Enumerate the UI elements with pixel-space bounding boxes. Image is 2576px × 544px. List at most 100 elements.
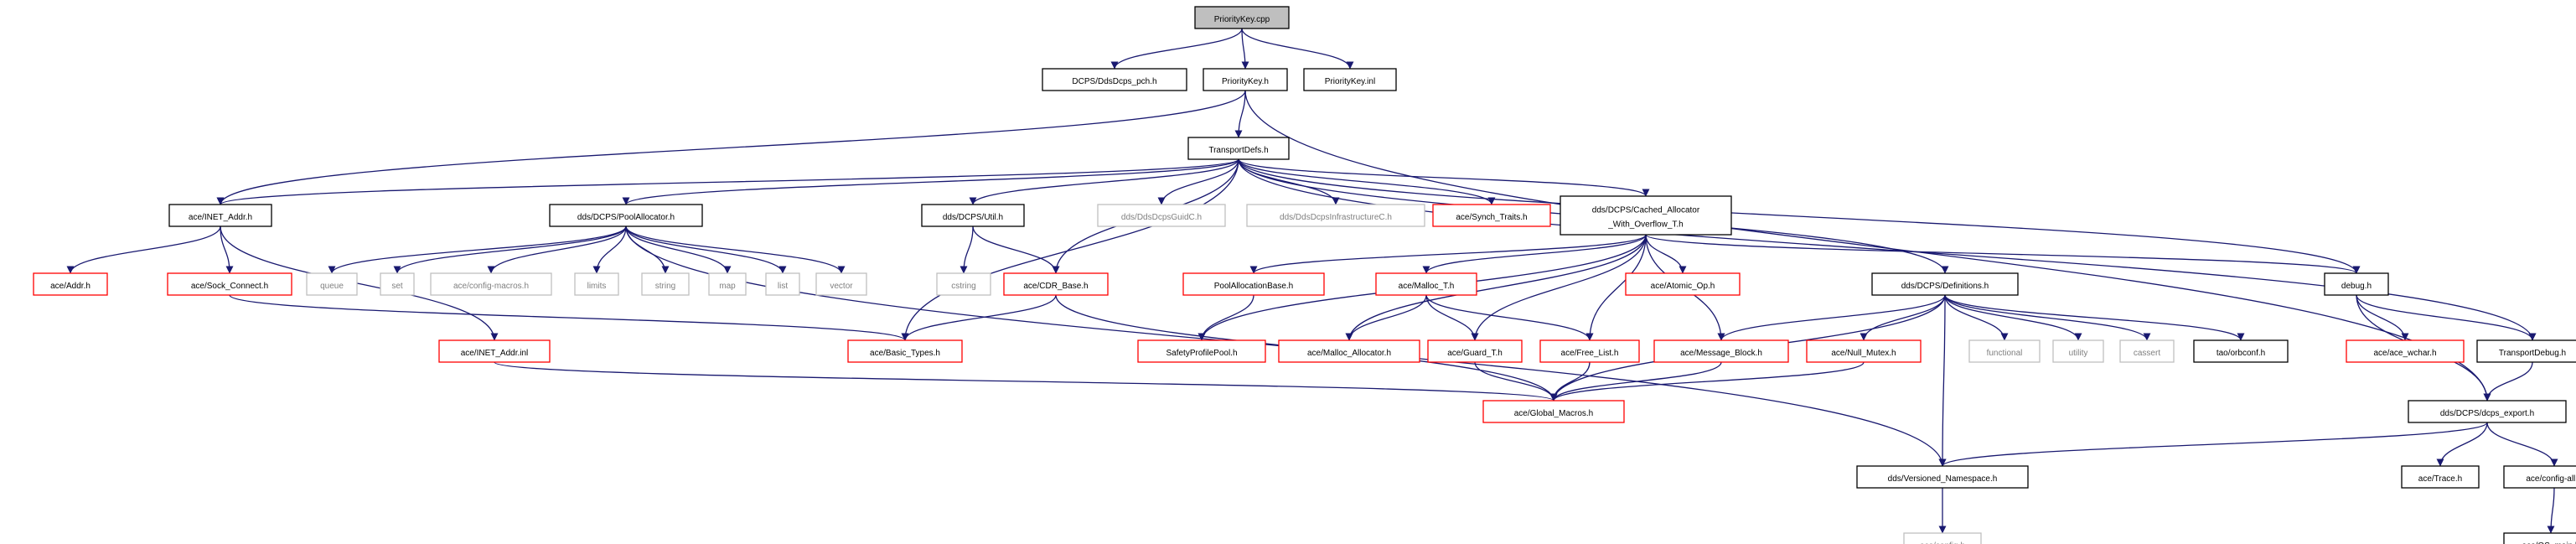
node-limits: limits bbox=[574, 272, 619, 296]
node-dcps-export[interactable]: dds/DCPS/dcps_export.h bbox=[2408, 400, 2567, 423]
node-global-macros[interactable]: ace/Global_Macros.h bbox=[1482, 400, 1625, 423]
edge-malloc_t-to-free_list bbox=[1425, 294, 1594, 341]
node-box bbox=[1903, 532, 1982, 544]
node-debug-h[interactable]: debug.h bbox=[2324, 272, 2389, 296]
node-label: dds/DCPS/Cached_Allocator_With_Overflow_… bbox=[1592, 206, 1700, 230]
node-box bbox=[1203, 68, 1288, 91]
node-label: ace/Trace.h bbox=[2418, 474, 2462, 484]
node-atomic-op[interactable]: ace/Atomic_Op.h bbox=[1625, 272, 1741, 296]
node-null-mutex[interactable]: ace/Null_Mutex.h bbox=[1806, 339, 1922, 363]
node-box bbox=[1194, 6, 1290, 29]
node-ace-wchar[interactable]: ace/ace_wchar.h bbox=[2346, 339, 2465, 363]
edge-priority_key_h-to-inet_addr_h bbox=[216, 90, 1246, 205]
node-box bbox=[574, 272, 619, 296]
edge-null_mutex-to-global_macros bbox=[1549, 361, 1865, 402]
node-malloc-allocator[interactable]: ace/Malloc_Allocator.h bbox=[1278, 339, 1420, 363]
edge-priority_key_cpp-to-priority_key_h bbox=[1241, 28, 1249, 70]
edge-pool_allocator-to-set bbox=[393, 225, 627, 274]
node-versioned-ns[interactable]: dds/Versioned_Namespace.h bbox=[1856, 465, 2029, 489]
edge-definitions-to-orbconf bbox=[1944, 294, 2245, 341]
node-box bbox=[1625, 272, 1741, 296]
node-util-h[interactable]: dds/DCPS/Util.h bbox=[921, 204, 1025, 227]
node-label: ace/Sock_Connect.h bbox=[191, 282, 268, 291]
node-orbconf[interactable]: tao/orbconf.h bbox=[2193, 339, 2289, 363]
node-box bbox=[2503, 532, 2576, 544]
edge-definitions-to-versioned_ns bbox=[1938, 294, 1947, 467]
node-free-list[interactable]: ace/Free_List.h bbox=[1539, 339, 1640, 363]
node-basic-types[interactable]: ace/Basic_Types.h bbox=[847, 339, 963, 363]
node-guard-t[interactable]: ace/Guard_T.h bbox=[1427, 339, 1523, 363]
node-box bbox=[1003, 272, 1109, 296]
node-pool-allocator[interactable]: dds/DCPS/PoolAllocator.h bbox=[549, 204, 703, 227]
node-ace-trace[interactable]: ace/Trace.h bbox=[2401, 465, 2480, 489]
node-priority-key-inl[interactable]: PriorityKey.inl bbox=[1303, 68, 1397, 91]
node-box bbox=[1182, 272, 1325, 296]
node-box bbox=[306, 272, 358, 296]
node-box bbox=[33, 272, 108, 296]
node-inet-addr-h[interactable]: ace/INET_Addr.h bbox=[168, 204, 272, 227]
edge-definitions-to-functional bbox=[1944, 294, 2009, 341]
node-safety-profile-pool[interactable]: SafetyProfilePool.h bbox=[1137, 339, 1266, 363]
node-dds-dcps-pch[interactable]: DCPS/DdsDcps_pch.h bbox=[1042, 68, 1187, 91]
edge-pool_allocator-to-list bbox=[625, 225, 787, 274]
edge-transport_defs-to-inet_addr_h bbox=[216, 158, 1239, 205]
node-transport-defs[interactable]: TransportDefs.h bbox=[1187, 137, 1290, 160]
node-box bbox=[1137, 339, 1266, 363]
edge-pool_allocator-to-vector bbox=[625, 225, 846, 274]
edge-malloc_t-to-malloc_allocator bbox=[1345, 294, 1427, 341]
node-ace-addr[interactable]: ace/Addr.h bbox=[33, 272, 108, 296]
node-transport-debug[interactable]: TransportDebug.h bbox=[2476, 339, 2576, 363]
edges-layer bbox=[66, 28, 2558, 534]
node-os-main[interactable]: ace/OS_main.h bbox=[2503, 532, 2576, 544]
node-definitions[interactable]: dds/DCPS/Definitions.h bbox=[1871, 272, 2019, 296]
node-label: cassert bbox=[2134, 349, 2160, 358]
node-box bbox=[380, 272, 415, 296]
node-box bbox=[921, 204, 1025, 227]
node-box bbox=[765, 272, 800, 296]
node-label: limits bbox=[587, 282, 607, 291]
node-box bbox=[1278, 339, 1420, 363]
edge-debug_h-to-transport_debug bbox=[2356, 294, 2537, 341]
edge-inet_addr_h-to-sock_connect bbox=[220, 225, 234, 274]
edge-pool_allocator-to-limits bbox=[592, 225, 627, 274]
node-ace-config: ace/config.h bbox=[1903, 532, 1982, 544]
node-box bbox=[847, 339, 963, 363]
node-label: dds/DCPS/Definitions.h bbox=[1901, 282, 1989, 291]
node-box bbox=[2324, 272, 2389, 296]
node-cached-allocator[interactable]: dds/DCPS/Cached_Allocator_With_Overflow_… bbox=[1560, 195, 1732, 236]
node-label: ace/CDR_Base.h bbox=[1023, 282, 1088, 291]
node-queue: queue bbox=[306, 272, 358, 296]
edge-priority_key_cpp-to-priority_key_inl bbox=[1241, 28, 1354, 70]
node-box bbox=[936, 272, 991, 296]
edge-transport_defs-to-cached_allocator bbox=[1238, 158, 1650, 197]
edge-definitions-to-message_block bbox=[1717, 294, 1946, 341]
node-label: ace/OS_main.h bbox=[2522, 541, 2576, 544]
node-label: ace/Addr.h bbox=[50, 282, 91, 291]
node-malloc-t[interactable]: ace/Malloc_T.h bbox=[1375, 272, 1477, 296]
node-label: ace/config-macros.h bbox=[453, 282, 529, 291]
node-box bbox=[1539, 339, 1640, 363]
node-message-block[interactable]: ace/Message_Block.h bbox=[1653, 339, 1789, 363]
edge-config_all-to-os_main bbox=[2547, 487, 2555, 534]
node-synch-traits[interactable]: ace/Synch_Traits.h bbox=[1432, 204, 1551, 227]
edge-cached_allocator-to-pool_alloc_base bbox=[1249, 234, 1647, 274]
node-priority-key-h[interactable]: PriorityKey.h bbox=[1203, 68, 1288, 91]
node-priority-key-cpp[interactable]: PriorityKey.cpp bbox=[1194, 6, 1290, 29]
node-label: PoolAllocationBase.h bbox=[1214, 282, 1294, 291]
edge-cached_allocator-to-guard_t bbox=[1471, 234, 1647, 341]
edge-transport_defs-to-synch_traits bbox=[1238, 158, 1496, 205]
node-sock-connect[interactable]: ace/Sock_Connect.h bbox=[167, 272, 292, 296]
node-box bbox=[168, 204, 272, 227]
node-config-all[interactable]: ace/config-all.h bbox=[2503, 465, 2576, 489]
node-pool-alloc-base[interactable]: PoolAllocationBase.h bbox=[1182, 272, 1325, 296]
node-box bbox=[1427, 339, 1523, 363]
node-vector: vector bbox=[815, 272, 867, 296]
node-box bbox=[1871, 272, 2019, 296]
node-label: debug.h bbox=[2341, 282, 2372, 291]
node-cdr-base[interactable]: ace/CDR_Base.h bbox=[1003, 272, 1109, 296]
node-box bbox=[1375, 272, 1477, 296]
node-label: cstring bbox=[951, 282, 975, 291]
edge-debug_h-to-ace_wchar bbox=[2356, 294, 2409, 341]
node-inet-addr-inl[interactable]: ace/INET_Addr.inl bbox=[438, 339, 551, 363]
